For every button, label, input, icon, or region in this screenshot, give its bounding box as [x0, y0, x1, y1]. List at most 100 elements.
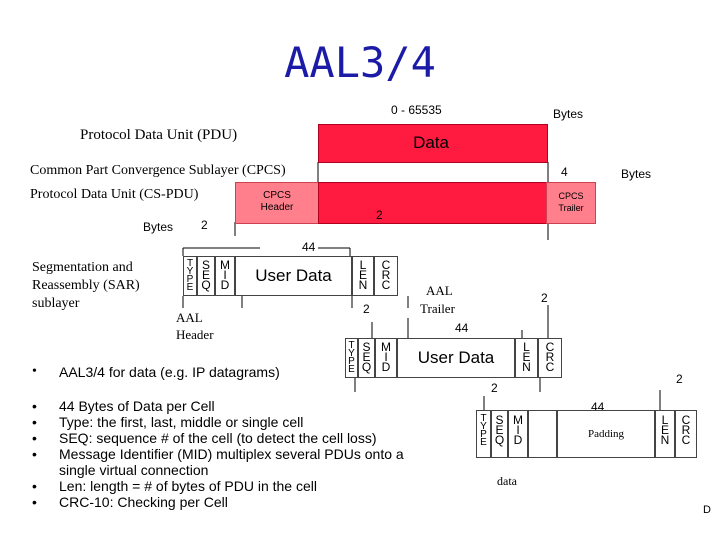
sar-label-line: Segmentation and [32, 260, 133, 275]
cell1-header-size: 2 [363, 302, 370, 316]
cell2-mid-text: M I D [381, 340, 391, 374]
cell2-type-text: T Y P E [348, 340, 355, 375]
sar-cell1: T Y P E S E Q M I D User Data L E N C R … [183, 256, 398, 296]
bullet-text: CRC-10: Checking per Cell [59, 494, 228, 510]
cpcs-bytes-right: Bytes [621, 167, 652, 181]
aal-header-line: AAL [176, 310, 203, 325]
cpcs-header-label: CPCS Header [260, 190, 294, 213]
cell2-crc-field: C R C [538, 338, 562, 378]
sar-cell2-size: 44 [455, 321, 469, 335]
bullet-list-1: • AAL3/4 for data (e.g. IP datagrams) [32, 364, 432, 382]
bullet-item: • SEQ: sequence # of the cell (to detect … [32, 430, 432, 446]
cpcs-label-line2: Protocol Data Unit (CS-PDU) [30, 187, 199, 202]
bullet-text: Message Identifier (MID) multiplex sever… [59, 446, 404, 478]
sar-cell1-size: 44 [302, 240, 316, 254]
bullet-marker: • [32, 478, 37, 494]
cell1-user-data: User Data [235, 256, 352, 296]
cell1-user-data-label: User Data [255, 266, 332, 285]
cpcs-header-block: CPCS Header [235, 182, 319, 224]
cell2-mid-field: M I D [375, 338, 397, 378]
bullet-marker: • [32, 398, 37, 414]
cell2-crc-text: C R C [545, 340, 555, 374]
bullet-text: Type: the first, last, middle or single … [59, 414, 304, 430]
sar-label: Segmentation and Reassembly (SAR) sublay… [32, 259, 140, 313]
cell1-trailer-size: 2 [541, 291, 548, 305]
cell1-seq-field: S E Q [197, 256, 215, 296]
cell1-seq-text: S E Q [201, 258, 211, 292]
pdu-bytes-label: Bytes [553, 107, 584, 121]
pdu-data-block: Data [318, 124, 548, 163]
bullet-text: AAL3/4 for data (e.g. IP datagrams) [59, 364, 280, 380]
bullet-item: • CRC-10: Checking per Cell [32, 494, 432, 510]
cell3-user-data [528, 410, 557, 458]
cell3-padding-label: Padding [587, 428, 625, 440]
cell3-len-text: L E N [660, 413, 670, 447]
cell3-crc-text: C R C [681, 413, 691, 447]
cpcs-trailer-size: 2 [376, 208, 383, 222]
aal-trailer-line: AAL [426, 283, 453, 298]
cell1-mid-field: M I D [215, 256, 235, 296]
cell2-seq-text: S E Q [361, 340, 372, 374]
cpcs-bytes-left: Bytes [143, 220, 174, 234]
cell3-mid-text: M I D [513, 413, 523, 447]
cell3-crc-field: C R C [675, 410, 697, 458]
cell1-type-field: T Y P E [183, 256, 197, 296]
pdu-data-label: Data [413, 133, 449, 152]
sar-cell2: T Y P E S E Q M I D User Data L E N C R … [345, 338, 562, 378]
cell2-user-data-label: User Data [417, 348, 495, 367]
cell3-padding: Padding [557, 410, 655, 458]
bullet-item: • AAL3/4 for data (e.g. IP datagrams) [32, 364, 432, 382]
bullet-marker: • [32, 430, 37, 446]
cell3-mid-field: M I D [508, 410, 528, 458]
bullet-marker: • [32, 414, 37, 430]
cell1-crc-field: C R C [374, 256, 398, 296]
cpcs-header-size: 2 [201, 218, 208, 232]
sar-label-line: sublayer [32, 296, 80, 311]
pdu-range: 0 - 65535 [391, 103, 442, 117]
bullet-item: • Message Identifier (MID) multiplex seve… [32, 446, 432, 478]
aal-trailer-label: AAL Trailer [420, 282, 455, 318]
cell2-seq-field: S E Q [358, 338, 375, 378]
cpcs-tail-size: 4 [561, 165, 568, 179]
cell3-seq-field: S E Q [491, 410, 508, 458]
cell1-crc-text: C R C [381, 258, 391, 292]
cpcs-trailer-block: CPCS Trailer [546, 182, 596, 224]
bullet-marker: • [32, 494, 37, 510]
cell1-len-field: L E N [352, 256, 374, 296]
cell1-type-text: T Y P E [186, 258, 194, 293]
cpcs-label-line1: Common Part Convergence Sublayer (CPCS) [30, 163, 286, 178]
aal-header-label: AAL Header [176, 309, 214, 343]
corner-letter: D [703, 504, 711, 516]
cell3-type-text: T Y P E [480, 413, 487, 448]
cell2-trailer-size: 2 [676, 372, 683, 386]
bullet-marker: • [32, 364, 37, 379]
cell3-data-label: data [497, 474, 517, 488]
sar-label-line: Reassembly (SAR) [32, 278, 140, 293]
cpcs-data-block [318, 182, 548, 224]
bullet-item: • Len: length = # of bytes of PDU in the … [32, 478, 432, 494]
cpcs-trailer-label: CPCS Trailer [558, 191, 584, 213]
bullet-text: 44 Bytes of Data per Cell [59, 398, 215, 414]
cell2-user-data: User Data [397, 338, 515, 378]
pdu-label: Protocol Data Unit (PDU) [80, 127, 238, 143]
bullet-item: • Type: the first, last, middle or single… [32, 414, 432, 430]
cell2-len-text: L E N [522, 340, 531, 374]
sar-cell3: T Y P E S E Q M I D Padding L E N C R C [476, 410, 697, 458]
bullet-item: • 44 Bytes of Data per Cell [32, 398, 432, 414]
bullet-text: Len: length = # of bytes of PDU in the c… [59, 478, 317, 494]
bullet-text: SEQ: sequence # of the cell (to detect t… [59, 430, 377, 446]
bullet-list-2: • 44 Bytes of Data per Cell • Type: the fi… [32, 398, 432, 510]
cell2-len-field: L E N [515, 338, 538, 378]
aal-trailer-line: Trailer [420, 301, 455, 316]
cell1-mid-text: M I D [220, 258, 230, 292]
cell2-type-field: T Y P E [345, 338, 358, 378]
cell3-seq-text: S E Q [494, 413, 505, 447]
cell3-len-field: L E N [655, 410, 675, 458]
cell2-header-size: 2 [491, 381, 498, 395]
cell1-len-text: L E N [358, 258, 368, 292]
aal-header-line: Header [176, 327, 214, 342]
bullet-marker: • [32, 446, 37, 462]
slide-title: AAL3/4 [284, 38, 436, 87]
cell3-type-field: T Y P E [476, 410, 491, 458]
